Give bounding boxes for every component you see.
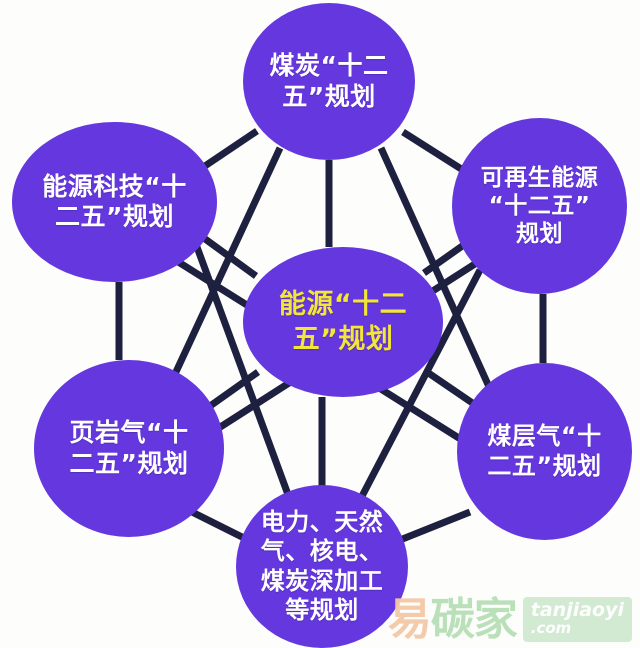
edge-bottom-to-bottom-left	[184, 505, 250, 544]
node-label-energy-technology: 能源科技“十 二五”规划	[42, 171, 187, 232]
edge-top-right-to-bottom	[356, 268, 484, 502]
node-energy-center[interactable]: 能源“十二 五”规划	[243, 247, 443, 397]
node-coalbed-methane[interactable]: 煤层气“十 二五”规划	[457, 363, 632, 540]
watermark-domain: tanjiaoyi.com	[522, 597, 632, 642]
watermark-brand-rest: 碳家	[430, 593, 518, 645]
node-power-gas-nuclear[interactable]: 电力、天然 气、核电、 煤炭深加工 等规划	[236, 485, 408, 648]
node-label-power-gas-nuclear: 电力、天然 气、核电、 煤炭深加工 等规划	[260, 507, 384, 624]
watermark-brand-first-char: 易	[387, 593, 432, 645]
edge-top-to-top-right	[401, 129, 468, 175]
node-renewable-energy[interactable]: 可再生能源 “十二五” 规划	[452, 118, 627, 294]
edge-top-to-bottom-left	[158, 146, 284, 404]
edge-top-left-to-top	[194, 128, 259, 175]
edge-bottom-right-to-bottom	[398, 508, 472, 544]
node-coal[interactable]: 煤炭“十二 五”规划	[243, 3, 415, 160]
node-label-shale-gas: 页岩气“十 二五”规划	[69, 418, 189, 478]
watermark-domain-suffix: .com	[530, 619, 572, 638]
node-label-energy-center: 能源“十二 五”规划	[278, 288, 408, 355]
watermark-brand-cn: 易碳家	[388, 597, 518, 642]
watermark-domain-name: tanjiaoyi	[530, 599, 624, 622]
node-label-renewable-energy: 可再生能源 “十二五” 规划	[480, 164, 599, 248]
edge-top-left-to-bottom	[186, 226, 294, 502]
edge-top-to-bottom-right	[377, 146, 499, 402]
node-energy-technology[interactable]: 能源科技“十 二五”规划	[12, 122, 217, 282]
node-label-coal: 煤炭“十二 五”规划	[269, 51, 389, 111]
watermark: 易碳家 tanjiaoyi.com	[388, 597, 632, 642]
node-label-coalbed-methane: 煤层气“十 二五”规划	[487, 422, 602, 480]
node-shale-gas[interactable]: 页岩气“十 二五”规划	[34, 360, 224, 537]
